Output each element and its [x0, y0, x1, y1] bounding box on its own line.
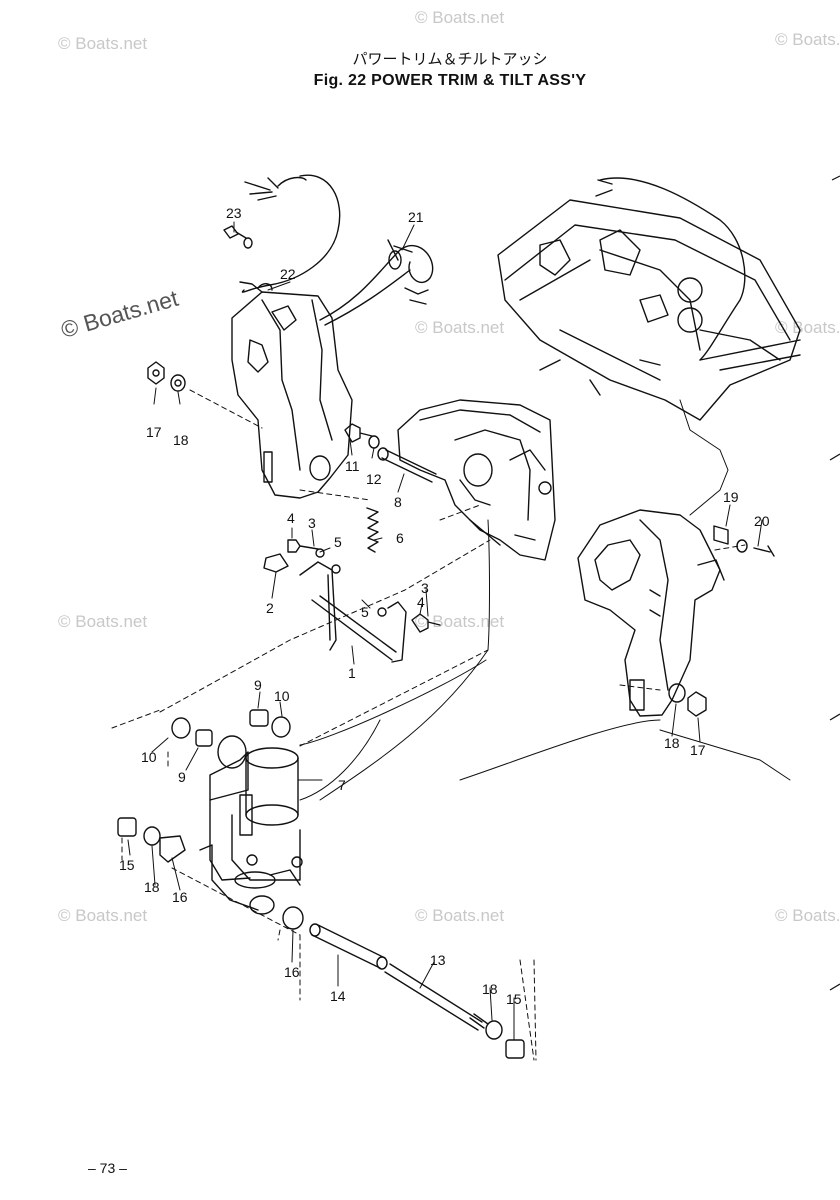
left-clamp-bracket [231, 291, 353, 499]
callout-10: 10 [274, 688, 290, 704]
callout-18: 18 [664, 735, 680, 751]
watermark: © Boats.net [58, 34, 148, 53]
callout-2: 2 [266, 600, 274, 616]
watermark: © Boats.net [775, 906, 840, 925]
trim-tilt-motor-unit [199, 735, 303, 915]
callout-leaders [127, 221, 763, 1041]
callout-9: 9 [178, 769, 186, 785]
callout-10: 10 [141, 749, 157, 765]
callout-15: 15 [506, 991, 522, 1007]
callout-13: 13 [430, 952, 446, 968]
callout-14: 14 [330, 988, 346, 1004]
watermark: © Boats.net [58, 612, 148, 631]
callout-21: 21 [408, 209, 424, 225]
watermark: © Boats.net [415, 906, 505, 925]
callout-5: 5 [361, 604, 369, 620]
watermark: © Boats.net [415, 8, 505, 27]
page-number: – 73 – [88, 1160, 127, 1176]
callout-12: 12 [366, 471, 382, 487]
wire-harness [241, 174, 434, 326]
callout-11: 11 [345, 458, 360, 474]
reference-lines [299, 399, 791, 801]
callout-23: 23 [226, 205, 242, 221]
callout-7: 7 [338, 777, 346, 793]
callout-5: 5 [334, 534, 342, 550]
callout-4: 4 [417, 594, 425, 610]
callout-17: 17 [690, 742, 706, 758]
tilt-housing [397, 399, 556, 561]
small-parts [117, 225, 775, 1059]
right-clamp-bracket [577, 509, 725, 717]
swivel-bracket-assembly [497, 177, 801, 421]
callout-18: 18 [144, 879, 160, 895]
callout-8: 8 [394, 494, 402, 510]
callout-labels: 23 21 22 17 18 11 12 8 4 3 5 6 2 5 3 4 1… [119, 205, 770, 1007]
callout-3: 3 [308, 515, 316, 531]
callout-4: 4 [287, 510, 295, 526]
callout-6: 6 [396, 530, 404, 546]
watermark: © Boats.net [415, 318, 505, 337]
figure-title-japanese: パワートリム＆チルトアッシ [352, 50, 548, 68]
callout-17: 17 [146, 424, 162, 440]
edge-ticks [829, 175, 840, 991]
callout-15: 15 [119, 857, 135, 873]
callout-16: 16 [284, 964, 300, 980]
tilt-shafts [309, 923, 489, 1031]
watermark: © Boats.net [775, 318, 840, 337]
callout-18: 18 [482, 981, 498, 997]
callout-1: 1 [348, 665, 356, 681]
watermark: © Boats.net [775, 30, 840, 49]
leader-lines [111, 389, 746, 1061]
watermark: © Boats.net [415, 612, 505, 631]
callout-19: 19 [723, 489, 739, 505]
figure-title: Fig. 22 POWER TRIM & TILT ASS'Y [313, 72, 587, 89]
callout-20: 20 [754, 513, 770, 529]
callout-16: 16 [172, 889, 188, 905]
callout-9: 9 [254, 677, 262, 693]
callout-22: 22 [280, 266, 296, 282]
callout-18: 18 [173, 432, 189, 448]
callout-3: 3 [421, 580, 429, 596]
watermark: © Boats.net [58, 906, 148, 925]
